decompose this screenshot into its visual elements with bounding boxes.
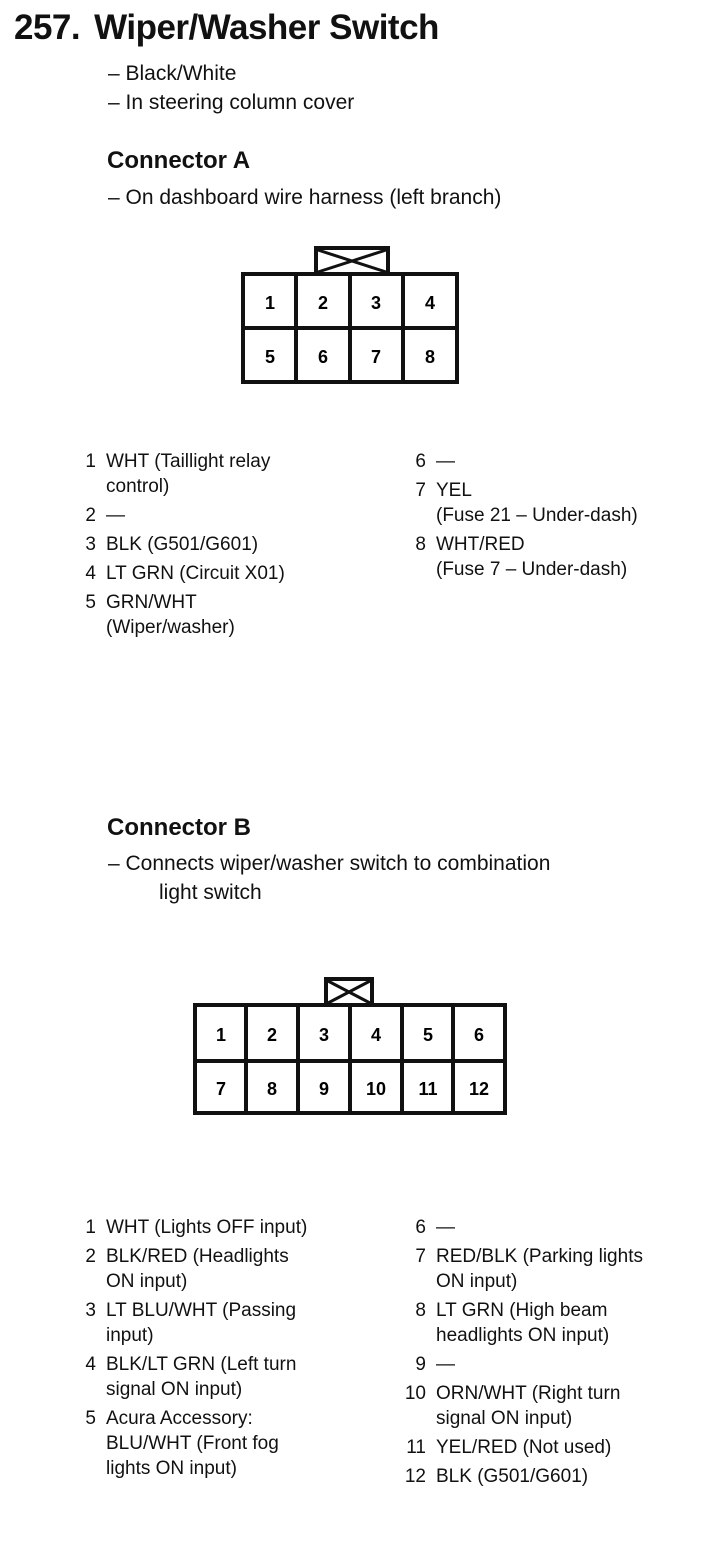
connector-a-location: – On dashboard wire harness (left branch…: [108, 186, 502, 209]
cell-a-3: 3: [371, 293, 381, 313]
location-note: – In steering column cover: [108, 91, 355, 114]
cell-a-4: 4: [425, 293, 435, 313]
connector-b-location: – Connects wiper/washer switch to combin…: [108, 852, 551, 875]
cell-b-4: 4: [371, 1025, 381, 1045]
connector-b-heading: Connector B: [107, 814, 251, 841]
cell-b-3: 3: [319, 1025, 329, 1045]
cell-b-10: 10: [366, 1079, 386, 1099]
cell-a-5: 5: [265, 347, 275, 367]
connector-a-diagram: 1 2 3 4 5 6 7 8: [240, 246, 462, 388]
cell-b-2: 2: [267, 1025, 277, 1045]
section-title: Wiper/Washer Switch: [94, 8, 439, 47]
pin-row: 2—: [85, 505, 125, 526]
page-title: 257. Wiper/Washer Switch: [14, 8, 439, 48]
cell-b-6: 6: [474, 1025, 484, 1045]
cell-b-7: 7: [216, 1079, 226, 1099]
color-note: – Black/White: [108, 62, 237, 85]
pin-row: 6—: [415, 1217, 455, 1238]
cell-b-12: 12: [469, 1079, 489, 1099]
cell-b-8: 8: [267, 1079, 277, 1099]
pin-row: 6—: [415, 451, 455, 472]
connector-b-face: 1 2 3 4 5 6 7 8 9 10 11 12: [193, 977, 507, 1115]
cell-a-6: 6: [318, 347, 328, 367]
connector-a-heading: Connector A: [107, 147, 251, 174]
cell-b-5: 5: [423, 1025, 433, 1045]
cell-a-7: 7: [371, 347, 381, 367]
cell-b-11: 11: [418, 1079, 437, 1099]
cell-a-8: 8: [425, 347, 435, 367]
cell-a-1: 1: [265, 293, 275, 313]
pin-row: 9—: [415, 1354, 455, 1375]
connector-b-diagram: 1 2 3 4 5 6 7 8 9 10 11 12: [192, 977, 510, 1119]
cell-b-9: 9: [319, 1079, 329, 1099]
section-number: 257.: [14, 8, 81, 47]
cell-b-1: 1: [216, 1025, 226, 1045]
connector-b-location-cont: light switch: [159, 881, 262, 904]
cell-a-2: 2: [318, 293, 328, 313]
connector-a-face: 1 2 3 4 5 6 7 8: [241, 246, 459, 384]
